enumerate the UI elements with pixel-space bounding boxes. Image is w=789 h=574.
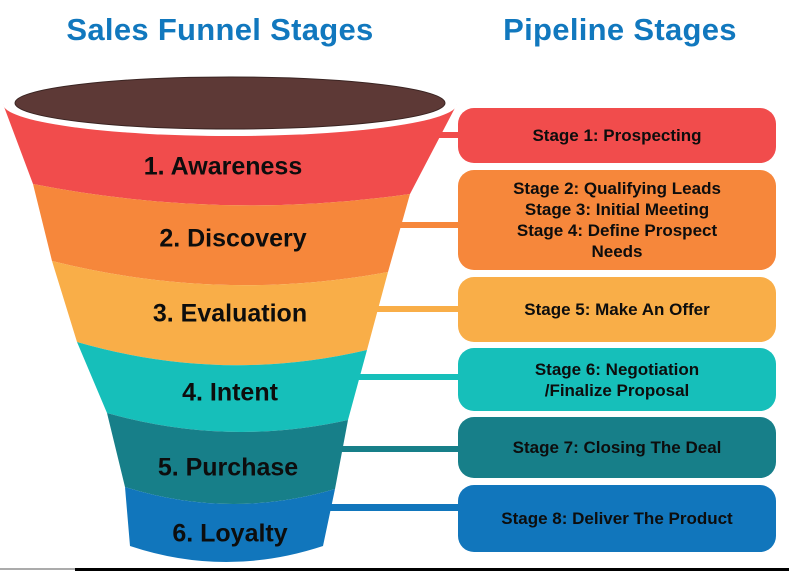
funnel-stage-purchase [107, 413, 348, 505]
pipeline-box-line: Stage 3: Initial Meeting [524, 200, 710, 219]
funnel-mouth [14, 76, 446, 130]
pipeline-box-stage-6: Stage 6: Negotiation /Finalize Proposal [458, 348, 776, 411]
pipeline-box-line: Needs [591, 242, 643, 261]
funnel-label-evaluation: 3. Evaluation [152, 299, 308, 328]
pipeline-box-stage-1: Stage 1: Prospecting [458, 108, 776, 163]
funnel-stage-loyalty [125, 487, 335, 562]
pipeline-box-line: /Finalize Proposal [544, 380, 690, 400]
funnel-label-intent: 4. Intent [182, 378, 278, 407]
pipeline-box-stages-2-3-4: Stage 2: Qualifying Leads Stage 3: Initi… [458, 170, 776, 270]
pipeline-box-line: Stage 8: Deliver The Product [501, 509, 733, 528]
connector-line-6 [300, 504, 465, 511]
pipeline-box-line: Stage 5: Make An Offer [524, 300, 710, 319]
pipeline-box-line: Stage 4: Define Prospect [516, 221, 718, 240]
pipeline-box-stage-5: Stage 5: Make An Offer [458, 277, 776, 342]
pipeline-box-stage-8: Stage 8: Deliver The Product [458, 485, 776, 552]
baseline-black-segment [75, 568, 789, 571]
pipeline-box-line: Stage 2: Qualifying Leads [513, 179, 721, 198]
connector-line-3 [355, 306, 465, 312]
connector-line-5 [318, 446, 465, 452]
pipeline-box-line: Stage 7: Closing The Deal [512, 438, 722, 457]
funnel-label-purchase: 5. Purchase [157, 453, 299, 482]
funnel-stage-discovery [33, 184, 410, 286]
connector-line-4 [335, 374, 465, 380]
pipeline-stages-title: Pipeline Stages [503, 12, 737, 47]
funnel-label-discovery: 2. Discovery [159, 224, 307, 253]
pipeline-box-stage-7: Stage 7: Closing The Deal [458, 417, 776, 478]
pipeline-box-line: Stage 1: Prospecting [532, 126, 702, 145]
funnel-label-loyalty: 6. Loyalty [172, 519, 288, 548]
baseline-gray-segment [0, 568, 75, 570]
funnel-label-awareness: 1. Awareness [143, 152, 303, 181]
funnel-stage-evaluation [52, 261, 388, 366]
pipeline-box-line: Stage 6: Negotiation [534, 359, 700, 379]
sales-funnel-title: Sales Funnel Stages [66, 12, 374, 47]
funnel-stage-intent [77, 342, 367, 432]
connector-line-2 [380, 222, 465, 228]
